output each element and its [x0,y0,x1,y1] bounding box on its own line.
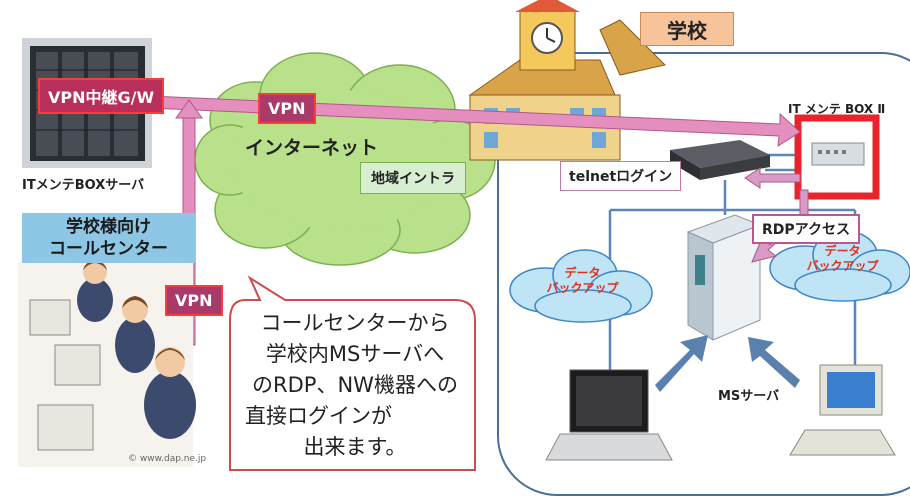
internet-label: インターネット [245,133,378,160]
vpn-label-top-text: VPN [268,99,306,118]
it-box-server-caption: ITメンテBOXサーバ [22,174,144,193]
data-backup-label-left: データ バックアップ [545,266,620,296]
backup-arrow-left [655,335,708,392]
it-box-device-caption: IT メンテ BOX Ⅱ [788,100,885,117]
school-title: 学校 [640,12,734,46]
backup-cloud-right [769,230,910,302]
it-box-server-text: ITメンテBOXサーバ [22,178,145,193]
ms-server-illustration [686,214,762,341]
telnet-login-text: telnetログイン [569,169,673,185]
regional-intranet-label: 地域イントラ [360,162,466,194]
vpn-label-left: VPN [165,285,223,316]
watermark-text: © www.dap.ne.jp [128,454,206,464]
router-illustration [670,140,770,180]
callout-bubble-shape [229,275,476,471]
vpn-gateway-label: VPN中継G/W [38,78,165,114]
callout-line-5: 出来ます。 [303,435,407,459]
school-building-illustration [468,0,666,161]
callout-line-2: 学校内MSサーバへ [265,342,445,366]
rdp-access-text: RDPアクセス [762,222,850,238]
callout-line-4: 直接ログインが [245,404,392,428]
vpn-label-top: VPN [258,93,316,124]
ms-server-text: MSサーバ [718,389,780,404]
desktop-pc-illustration [789,364,896,456]
callout-line-3: のRDP、NW機器への [252,373,458,397]
call-center-line-1: 学校様向け [66,217,151,237]
ms-server-caption: MSサーバ [718,385,779,404]
call-center-line-2: コールセンター [49,239,168,259]
telnet-arrow [744,167,801,189]
school-title-text: 学校 [667,18,707,43]
data-backup-label-right: データ バックアップ [805,244,880,274]
rdp-access-label: RDPアクセス [752,214,860,244]
data-backup-right-line-1: データ [824,244,861,258]
data-backup-right-line-2: バックアップ [806,259,879,273]
vpn-gateway-text: VPN中継G/W [48,88,155,107]
backup-cloud-left [509,249,653,323]
vpn-label-left-text: VPN [175,291,213,310]
regional-intranet-text: 地域イントラ [371,171,455,187]
data-backup-left-line-2: バックアップ [546,281,619,295]
callout-text: コールセンターから 学校内MSサーバへ のRDP、NW機器への 直接ログインが … [240,308,470,463]
it-box-device-illustration [794,114,880,200]
data-backup-left-line-1: データ [564,266,601,280]
call-center-illustration [18,260,196,467]
it-box-device-text: IT メンテ BOX Ⅱ [788,102,886,116]
backup-arrow-right [748,337,800,388]
internet-label-text: インターネット [245,137,379,159]
watermark-value: © www.dap.ne.jp [128,454,207,464]
callout-line-1: コールセンターから [260,311,450,335]
call-center-label: 学校様向け コールセンター [22,213,195,263]
laptop-illustration [545,369,673,461]
telnet-login-label: telnetログイン [560,161,682,191]
